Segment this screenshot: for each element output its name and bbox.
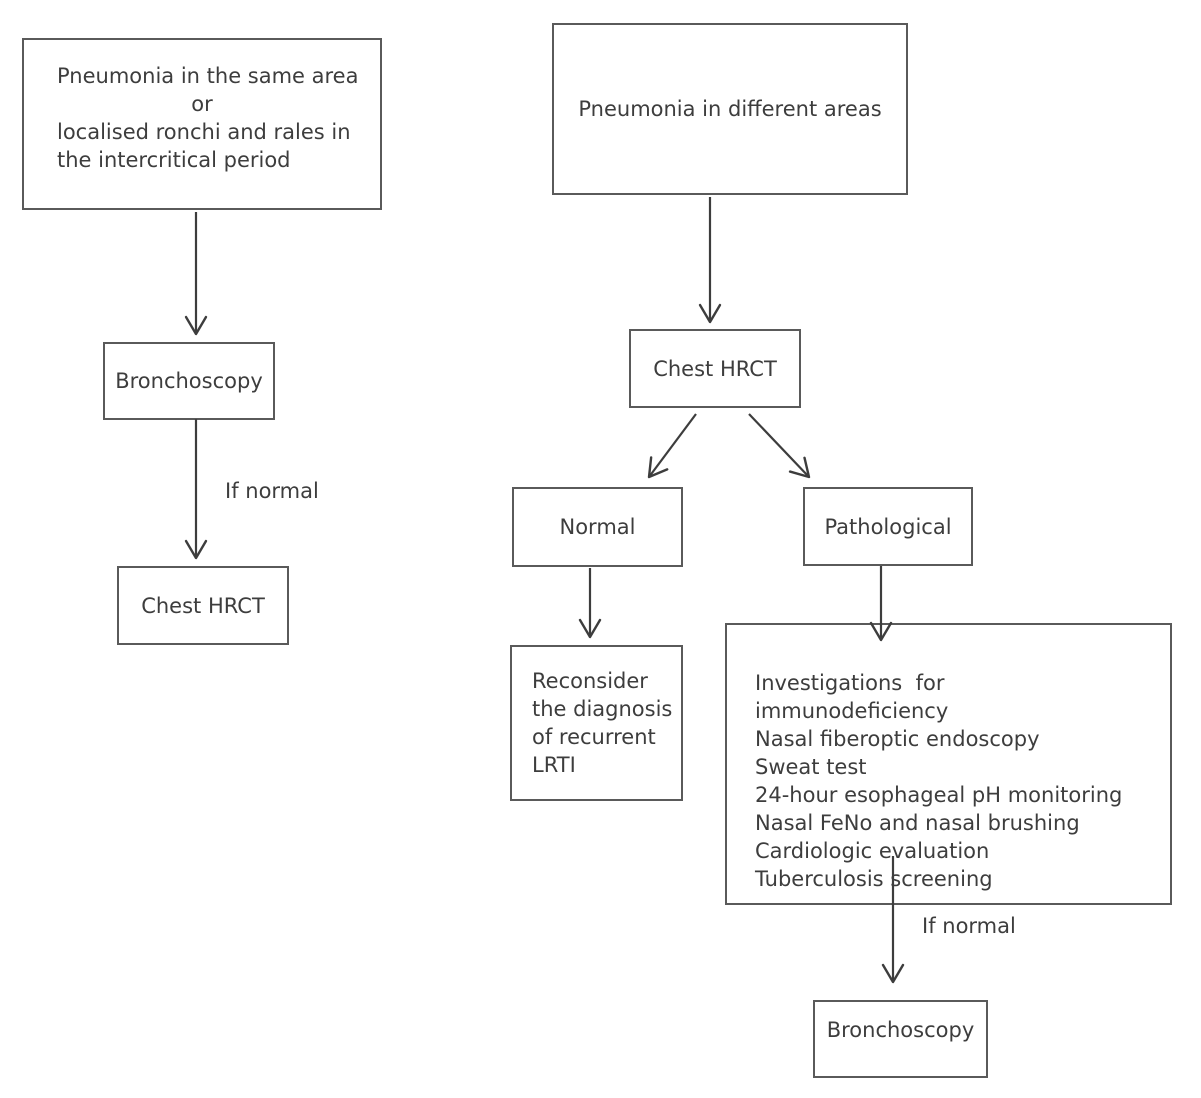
node-different-areas: Pneumonia in different areas (552, 23, 908, 195)
node-line: Investigations for (755, 671, 945, 695)
node-reconsider: Reconsider the diagnosis of recurrent LR… (510, 645, 683, 801)
node-pathological: Pathological (803, 487, 973, 566)
node-label: Pathological (824, 514, 952, 539)
arrow-chest-hrct-to-normal (647, 413, 697, 479)
node-line: Pneumonia in the same area (57, 64, 359, 88)
node-line: Reconsider (532, 669, 648, 693)
node-line: Sweat test (755, 755, 867, 779)
edge-label-if-normal-left: If normal (225, 479, 319, 503)
node-investigations: Investigations for immunodeficiency Nasa… (725, 623, 1172, 905)
node-line: LRTI (532, 753, 576, 777)
node-normal: Normal (512, 487, 683, 567)
node-line: the diagnosis (532, 697, 673, 721)
node-line: Tuberculosis screening (755, 867, 993, 891)
edge-label-if-normal-right: If normal (922, 914, 1016, 938)
node-bronchoscopy-left: Bronchoscopy (103, 342, 275, 420)
node-chest-hrct-right: Chest HRCT (629, 329, 801, 408)
node-line: immunodeficiency (755, 699, 949, 723)
node-chest-hrct-left: Chest HRCT (117, 566, 289, 645)
node-line: 24-hour esophageal pH monitoring (755, 783, 1123, 807)
node-line: Cardiologic evaluation (755, 839, 990, 863)
node-label: Chest HRCT (653, 356, 777, 381)
node-line: of recurrent (532, 725, 656, 749)
node-line: Nasal FeNo and nasal brushing (755, 811, 1080, 835)
node-label: Bronchoscopy (826, 1018, 975, 1042)
node-label: Chest HRCT (141, 593, 265, 618)
node-line: localised ronchi and rales in (57, 120, 351, 144)
arrow-chest-hrct-to-pathological (748, 413, 811, 479)
node-label: Normal (559, 515, 636, 539)
node-same-area: Pneumonia in the same area or localised … (22, 38, 382, 210)
node-bronchoscopy-right: Bronchoscopy (813, 1000, 988, 1078)
node-line: the intercritical period (57, 148, 291, 172)
node-label: Bronchoscopy (115, 369, 263, 393)
node-label: Pneumonia in different areas (578, 97, 882, 121)
node-line: Nasal fiberoptic endoscopy (755, 727, 1040, 751)
node-line: or (191, 92, 213, 116)
